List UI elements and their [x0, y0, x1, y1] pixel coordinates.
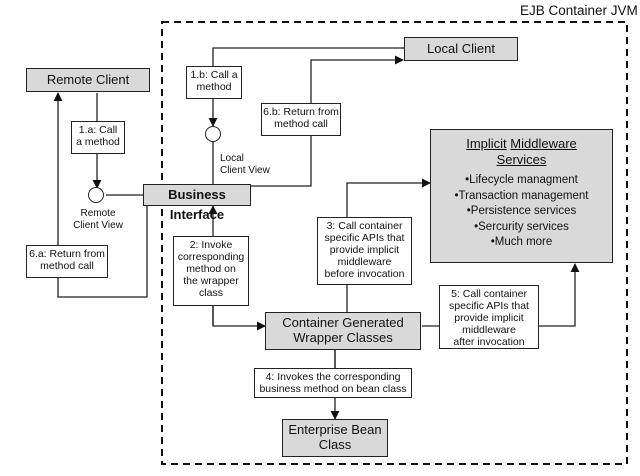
middleware-services-box: Implicit Middleware Services Lifecycle m… — [430, 129, 613, 263]
step-6b-box: 6.b: Return from method call — [261, 103, 341, 136]
middleware-item: Persistence services — [431, 204, 612, 220]
middleware-list: Lifecycle managment Transaction manageme… — [431, 173, 612, 251]
middleware-item: Much more — [431, 235, 612, 251]
step-3-box: 3: Call container specific APIs that pro… — [317, 217, 412, 285]
container-border — [161, 21, 628, 465]
middleware-item: Sercurity services — [431, 220, 612, 236]
middleware-title-word1: Implicit — [466, 136, 507, 151]
line-6a — [53, 92, 148, 298]
local-client-box: Local Client — [404, 37, 518, 61]
middleware-item: Transaction management — [431, 189, 612, 205]
middleware-title-word2: Middleware — [510, 136, 577, 151]
line-1b — [208, 47, 405, 127]
enterprise-bean-box: Enterprise Bean Class — [282, 419, 388, 457]
local-view-circle — [205, 126, 221, 142]
step-1a-box: 1.a: Call a method — [71, 121, 125, 154]
step-1b-box: 1.b: Call a method — [186, 66, 242, 99]
step-5-box: 5: Call container specific APIs that pro… — [439, 285, 539, 349]
middleware-title: Implicit Middleware Services — [431, 136, 612, 167]
business-interface-box: Business Interface — [143, 184, 251, 222]
local-client-view-label: Local Client View — [220, 153, 270, 176]
remote-client-view-label: Remote Client View — [73, 208, 123, 231]
step-4-box: 4: Invokes the corresponding business me… — [254, 368, 412, 398]
step-2-box: 2: Invoke corresponding method on the wr… — [173, 236, 249, 306]
middleware-title-word3: Services — [496, 151, 547, 167]
remote-view-circle — [88, 187, 104, 203]
wrapper-classes-box: Container Generated Wrapper Classes — [265, 312, 421, 350]
line-2 — [212, 306, 266, 331]
step-6a-box: 6.a: Return from method call — [26, 245, 108, 278]
container-title: EJB Container JVM — [520, 3, 638, 18]
middleware-item: Lifecycle managment — [431, 173, 612, 189]
remote-client-box: Remote Client — [26, 68, 150, 92]
